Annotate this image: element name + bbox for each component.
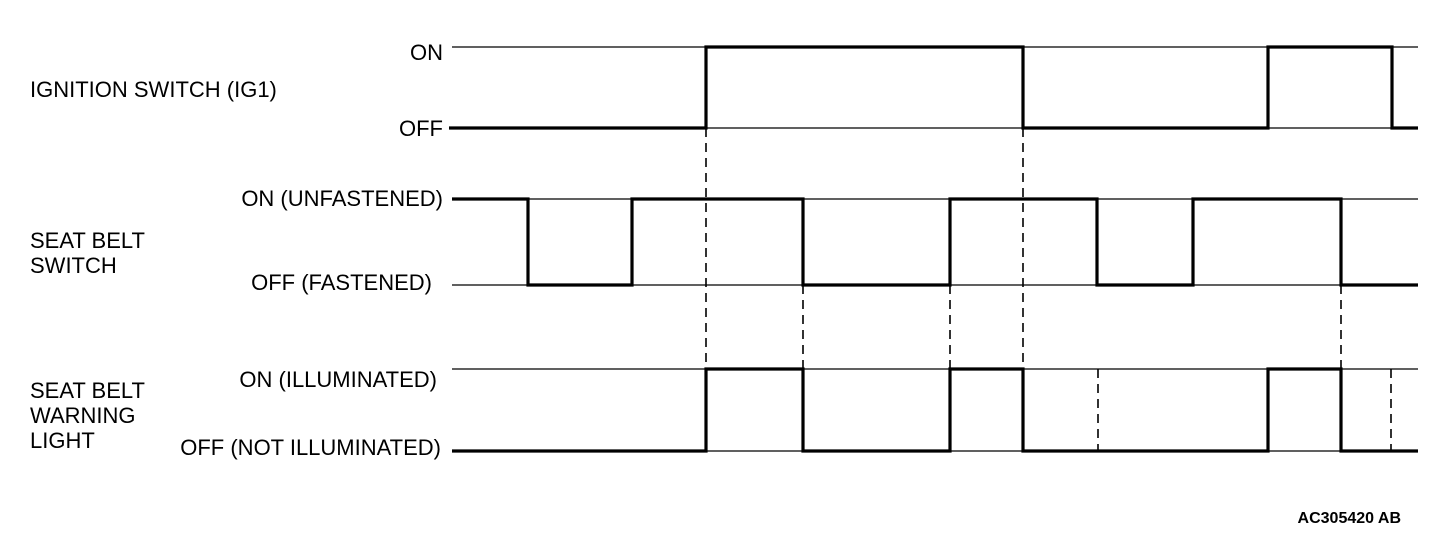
seat-belt-switch-waveform [452, 197, 1418, 287]
warning-light-waveform [452, 367, 1418, 453]
ignition-off-label: OFF [399, 116, 443, 141]
light-off-label: OFF (NOT ILLUMINATED) [180, 435, 441, 460]
light-on-label: ON (ILLUMINATED) [239, 367, 437, 392]
warning-light-row [452, 367, 1418, 453]
seatbelt-on-label: ON (UNFASTENED) [241, 186, 443, 211]
ignition-on-label: ON [410, 40, 443, 65]
reference-code: AC305420 AB [1298, 510, 1401, 527]
warning-light-name-line2: WARNING [30, 403, 136, 428]
seat-belt-switch-row [452, 197, 1418, 287]
warning-light-name-line3: LIGHT [30, 428, 95, 453]
ignition-switch-waveform [449, 45, 1418, 130]
seat-belt-switch-name-line1: SEAT BELT [30, 228, 145, 253]
ignition-switch-name: IGNITION SWITCH (IG1) [30, 77, 277, 102]
timing-guide-lines [705, 128, 1342, 369]
warning-light-name-line1: SEAT BELT [30, 378, 145, 403]
seatbelt-off-label: OFF (FASTENED) [251, 270, 432, 295]
seat-belt-switch-name-line2: SWITCH [30, 253, 117, 278]
ignition-switch-row [449, 45, 1418, 130]
